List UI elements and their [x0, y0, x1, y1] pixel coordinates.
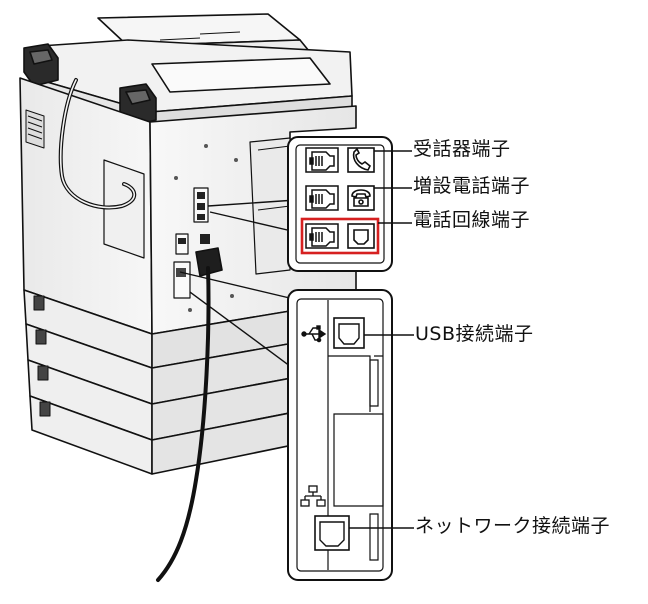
rear-connector-area	[173, 187, 223, 299]
extension-phone-port-label: 増設電話端子	[413, 175, 531, 197]
callout-lines	[349, 150, 414, 529]
phone-line-port-label: 電話回線端子	[413, 209, 531, 231]
telephone-icon	[347, 185, 375, 211]
usb-network-zoom-panel	[287, 289, 393, 581]
phone-line-cable	[156, 266, 211, 582]
hinge-left	[23, 43, 59, 87]
modular-jack-icon	[305, 223, 339, 249]
network-port	[300, 485, 350, 551]
modular-jack-icon	[305, 147, 339, 173]
extension-phone-port	[305, 185, 375, 211]
modular-jack-icon	[305, 185, 339, 211]
network-icon	[300, 485, 326, 507]
line-jack-icon	[347, 223, 375, 249]
handset-port-label: 受話器端子	[413, 138, 511, 160]
side-vent	[25, 109, 45, 149]
zoom-leader-top	[207, 199, 297, 233]
usb-port	[301, 317, 365, 349]
phone-line-port	[300, 217, 380, 255]
phone-line-highlight	[300, 217, 380, 255]
handset-icon	[347, 147, 375, 173]
usb-port-label: USB接続端子	[415, 323, 534, 345]
usb-icon	[301, 325, 327, 343]
handset-port	[305, 147, 375, 173]
zoom-leader-bottom	[179, 271, 299, 373]
network-port-label: ネットワーク接続端子	[415, 515, 611, 537]
phone-ports-zoom-panel	[287, 136, 393, 272]
